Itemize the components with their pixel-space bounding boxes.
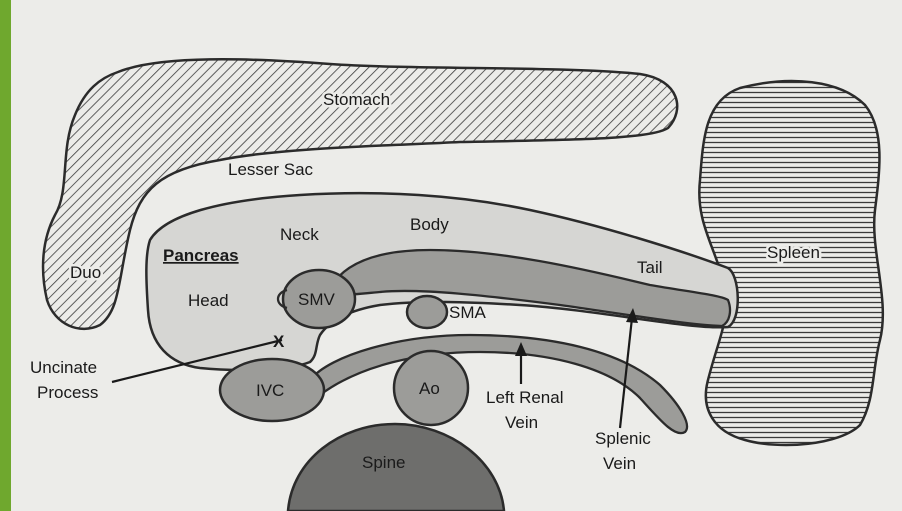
label-lesser-sac: Lesser Sac	[228, 160, 314, 179]
label-sma: SMA	[449, 303, 487, 322]
label-stomach: Stomach	[323, 90, 390, 109]
label-neck: Neck	[280, 225, 319, 244]
label-left-renal-line2: Vein	[505, 413, 538, 432]
label-spleen: Spleen	[767, 243, 820, 262]
label-duo: Duo	[70, 263, 101, 282]
label-splenic-line2: Vein	[603, 454, 636, 473]
spleen-shape	[699, 81, 883, 445]
label-uncinate-line1: Uncinate	[30, 358, 97, 377]
label-body: Body	[410, 215, 449, 234]
sma-shape	[407, 296, 447, 328]
label-ivc: IVC	[256, 381, 284, 400]
label-smv: SMV	[298, 290, 336, 309]
label-splenic-line1: Splenic	[595, 429, 651, 448]
label-left-renal-line1: Left Renal	[486, 388, 564, 407]
label-pancreas: Pancreas	[163, 246, 239, 265]
label-tail: Tail	[637, 258, 663, 277]
left-renal-vein-shape	[308, 335, 687, 433]
label-uncinate-line2: Process	[37, 383, 98, 402]
label-spine: Spine	[362, 453, 405, 472]
label-x-mark: X	[273, 332, 285, 351]
label-ao: Ao	[419, 379, 440, 398]
label-head: Head	[188, 291, 229, 310]
